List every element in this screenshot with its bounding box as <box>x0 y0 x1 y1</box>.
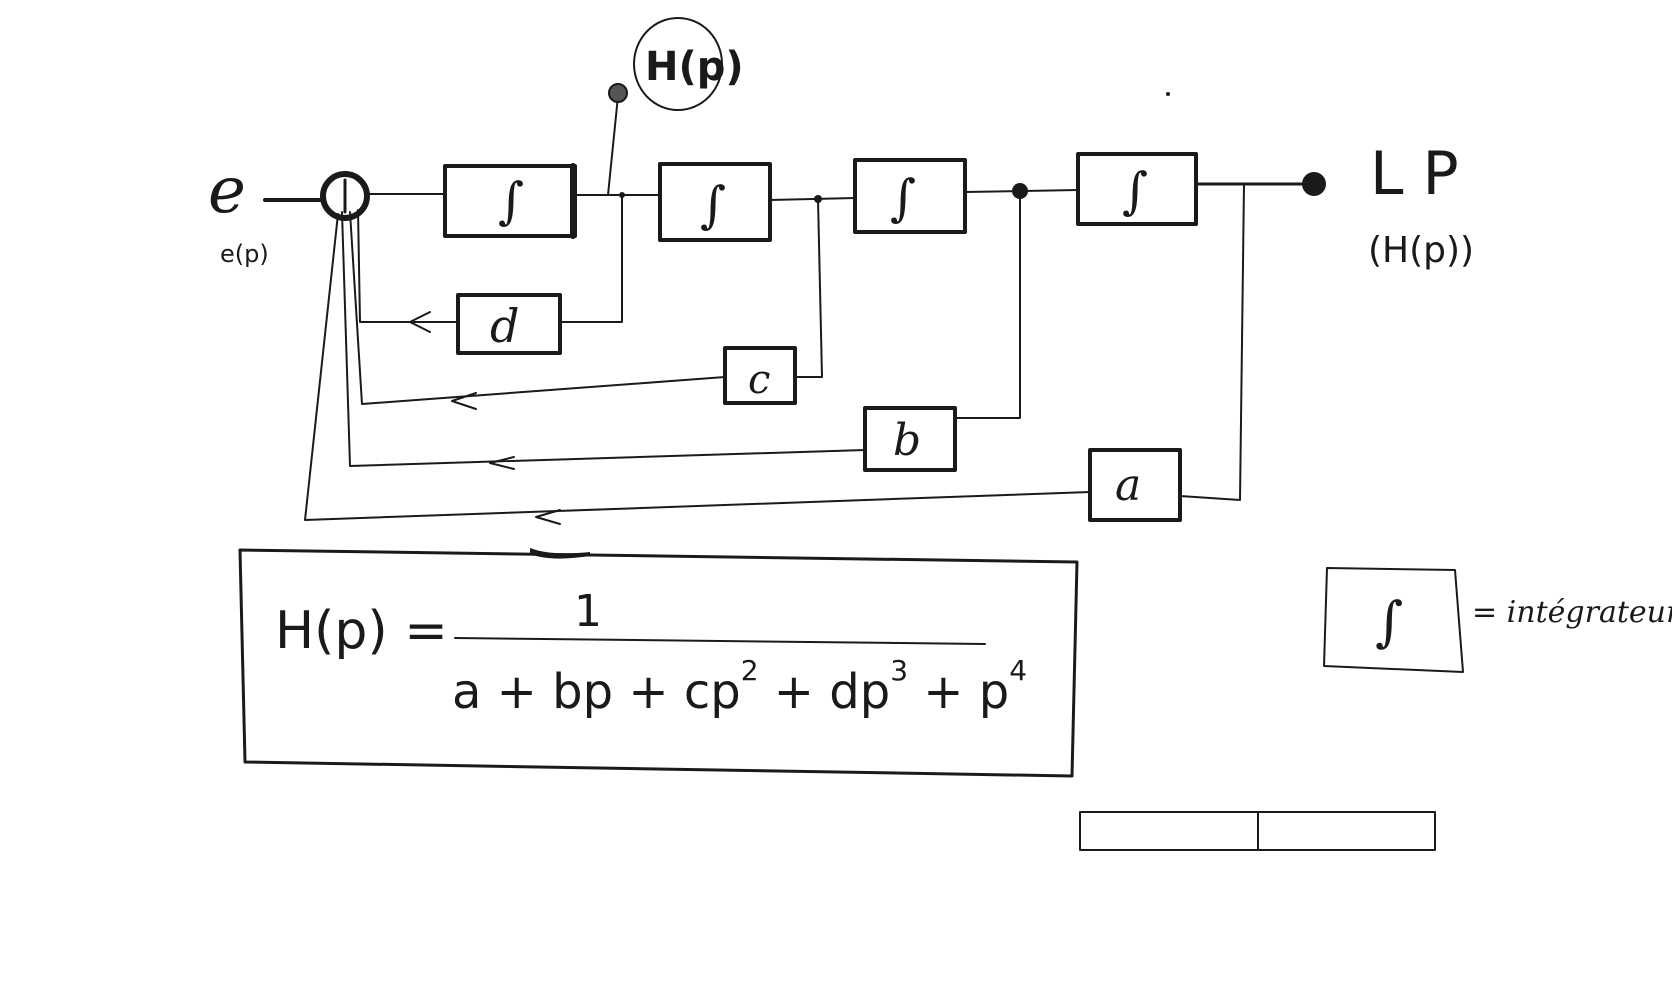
empty-bar <box>1079 811 1436 851</box>
formula-box: H(p) = 1 a + bp + cp2 + dp3 + p4 <box>238 548 1079 778</box>
output-node <box>1302 172 1326 196</box>
fraction-bar <box>454 637 986 645</box>
legend-text: = intégrateur <box>1472 595 1672 630</box>
feedback-path-d <box>357 194 623 333</box>
integrator-block-2: ∫ <box>658 162 772 242</box>
legend: ∫ = intégrateur <box>1323 567 1672 673</box>
integrator-symbol-4: ∫ <box>1122 162 1148 220</box>
gain-label-a: a <box>1115 460 1141 511</box>
gain-block-a: a <box>1088 448 1182 522</box>
feedback-path-b <box>341 198 1021 470</box>
gain-label-d: d <box>490 299 519 353</box>
integrator-symbol-3: ∫ <box>890 169 916 227</box>
gain-block-b: b <box>863 406 957 472</box>
integrator-symbol-1: ∫ <box>498 172 524 230</box>
input-sublabel: e(p) <box>220 240 269 268</box>
integrator-block-3: ∫ <box>853 158 967 234</box>
summing-junction <box>320 171 370 221</box>
tap-label: H(p) <box>645 44 744 90</box>
output-sublabel: (H(p)) <box>1368 230 1474 271</box>
gain-label-b: b <box>893 415 921 466</box>
feedback-path-c <box>349 198 823 410</box>
formula-numerator: 1 <box>574 586 602 637</box>
tap-node-b <box>1012 183 1028 199</box>
gain-block-c: c <box>723 346 797 405</box>
formula-denominator: a + bp + cp2 + dp3 + p4 <box>452 654 1027 720</box>
formula-arrowhead <box>530 548 590 559</box>
probe: H(p) <box>607 17 744 196</box>
forward-wire-3 <box>769 197 856 201</box>
gain-label-c: c <box>748 357 770 403</box>
feedback-path-a <box>304 183 1245 525</box>
stray-dot <box>1166 92 1170 96</box>
legend-integrator-icon: ∫ <box>1375 590 1403 653</box>
integrator-symbol-2: ∫ <box>700 176 726 234</box>
gain-block-d: d <box>456 293 562 355</box>
integrator-block-4: ∫ <box>1076 152 1198 226</box>
integrator-block-1: ∫ <box>443 163 577 239</box>
formula-lhs: H(p) = <box>275 601 448 661</box>
input-symbol: e <box>208 154 246 228</box>
output-symbol: L P <box>1370 139 1459 209</box>
